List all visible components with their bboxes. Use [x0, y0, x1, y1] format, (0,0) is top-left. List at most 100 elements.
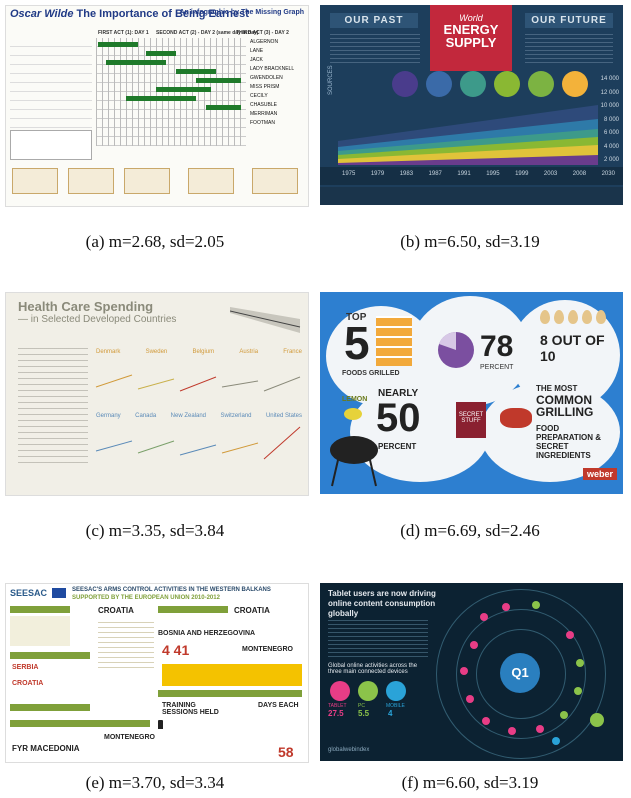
trend-line — [179, 376, 217, 392]
trend-line — [95, 440, 133, 452]
trend-line — [221, 442, 259, 454]
source-icon-circle — [460, 71, 486, 97]
legend-box — [10, 130, 92, 160]
future-text — [525, 33, 613, 63]
seesac-headline: SEESAC'S ARMS CONTROL ACTIVITIES IN THE … — [72, 587, 271, 593]
secret-stuff-label: SECRET STUFF — [458, 412, 484, 424]
croatia-label: CROATIA — [98, 606, 134, 615]
country-label: Switzerland — [220, 413, 252, 419]
foods-grilled-label: FOODS GRILLED — [342, 370, 400, 377]
activity-dot — [470, 641, 478, 649]
radial-ring — [456, 609, 586, 739]
secret-stuff-bottle: SECRET STUFF — [456, 402, 486, 438]
section-band — [10, 720, 150, 727]
panel-e-infographic-seesac: SEESAC SEESAC'S ARMS CONTROL ACTIVITIES … — [5, 583, 309, 763]
year-label: 1979 — [370, 171, 385, 177]
character-name: LADY BRACKNELL — [250, 66, 295, 72]
act-3-label: THIRD ACT (3) - DAY 2 — [236, 30, 289, 36]
character-name: LANE — [250, 48, 264, 54]
small-multiples-row-1 — [95, 374, 301, 392]
days-each-label: DAYS EACH — [258, 702, 299, 709]
title-line-2: — in Selected Developed Countries — [18, 314, 177, 325]
mobile-icon — [386, 681, 406, 701]
activity-dot — [566, 631, 574, 639]
country-label: Canada — [135, 413, 157, 419]
character-list-left — [10, 38, 92, 146]
panel-a-title: Oscar Wilde The Importance of Being Earn… — [10, 8, 249, 20]
year-label: 2008 — [572, 171, 587, 177]
character-name: MISS PRISM — [250, 84, 280, 90]
scene-illustration — [124, 168, 170, 194]
caption-c: (c) m=3.35, sd=3.84 — [85, 521, 225, 540]
trend-line — [263, 426, 301, 460]
activity-dot — [532, 601, 540, 609]
caption-a: (a) m=2.68, sd=2.05 — [85, 232, 225, 251]
title-line-1: Health Care Spending — [18, 299, 154, 314]
common-grilling-label: COMMON GRILLING — [536, 393, 594, 419]
tablet-icon — [330, 681, 350, 701]
activity-dot — [536, 725, 544, 733]
trend-line — [95, 374, 133, 388]
source-icon-circle — [562, 71, 588, 97]
top-label: TOP — [346, 312, 367, 323]
egg-icon — [540, 310, 550, 324]
top-foods-list — [376, 316, 412, 366]
panel-b-infographic-energy: OUR PAST OUR FUTURE World ENERGY SUPPLY … — [320, 5, 623, 205]
seesac-logo: SEESAC — [10, 588, 48, 598]
pc-value: 5.5 — [358, 709, 370, 718]
countries-row-2: Germany Canada New Zealand Switzerland U… — [96, 413, 302, 419]
egg-icon — [596, 310, 606, 324]
source-icon-circle — [426, 71, 452, 97]
trend-line — [137, 440, 175, 454]
intro-text — [328, 617, 428, 657]
food-prep-label: FOOD PREPARATION & SECRET INGREDIENTS — [536, 424, 602, 460]
seesac-subheadline: SUPPORTED BY THE EUROPEAN UNION 2010-201… — [72, 595, 220, 601]
year-label: 2003 — [543, 171, 558, 177]
scene-illustration — [68, 168, 114, 194]
grill-bowl — [330, 436, 378, 464]
y-axis-ticks: 14 000 12 000 10 000 8 000 6 000 4 000 2… — [585, 73, 619, 168]
activity-dot — [552, 737, 560, 745]
character-name: CHASUBLE — [250, 102, 277, 108]
character-name: CECILY — [250, 93, 268, 99]
act-2-label: SECOND ACT (2) - DAY 2 (same day in day) — [156, 30, 259, 36]
intro-text — [18, 343, 88, 463]
presence-bar — [106, 60, 166, 65]
panel-a-subtitle: An infographic by The Missing Graph — [179, 9, 304, 16]
scene-illustration — [12, 168, 58, 194]
lemon-icon — [344, 408, 362, 420]
act-1-label: FIRST ACT (1): DAY 1 — [98, 30, 149, 36]
eight-of-ten: 8 OUT OF 10 — [540, 332, 605, 364]
weber-logo: weber — [582, 468, 617, 480]
tablet-headline: Tablet users are now driving online cont… — [328, 589, 436, 618]
caption-d: (d) m=6.69, sd=2.46 — [400, 521, 540, 540]
country-label: Belgium — [192, 349, 215, 355]
title-line: ENERGY — [443, 22, 499, 37]
country-label: New Zealand — [170, 413, 207, 419]
energy-area-chart — [338, 105, 598, 165]
year-label: 1995 — [486, 171, 500, 177]
source-icon-circle — [392, 71, 418, 97]
nearly-label: NEARLY — [378, 388, 419, 399]
bosnia-numbers: 4 41 — [162, 642, 190, 658]
egg-icon — [554, 310, 564, 324]
year-label: 2030 — [601, 171, 615, 177]
caption-b: (b) m=6.50, sd=3.19 — [400, 232, 540, 251]
activity-dot — [460, 667, 468, 675]
trend-line — [179, 444, 217, 456]
pie-78-percent — [438, 331, 474, 368]
y-tick: 6 000 — [603, 130, 619, 136]
nearly-50-number: 50 — [376, 396, 421, 440]
character-name: ALGERNON — [250, 39, 279, 45]
sources-label: SOURCES — [328, 65, 334, 95]
percent-50-label: PERCENT — [378, 442, 417, 451]
section-band — [158, 690, 302, 697]
past-text — [330, 33, 420, 63]
mobile-value: 4 — [388, 709, 393, 718]
percent-78-number: 78 — [480, 330, 514, 363]
y-tick: 8 000 — [603, 116, 619, 123]
country-label: Germany — [96, 413, 121, 419]
cloud-shape — [480, 382, 620, 482]
top-five-number: 5 — [344, 317, 370, 369]
fyr-macedonia-label: FYR MACEDONIA — [12, 744, 80, 753]
